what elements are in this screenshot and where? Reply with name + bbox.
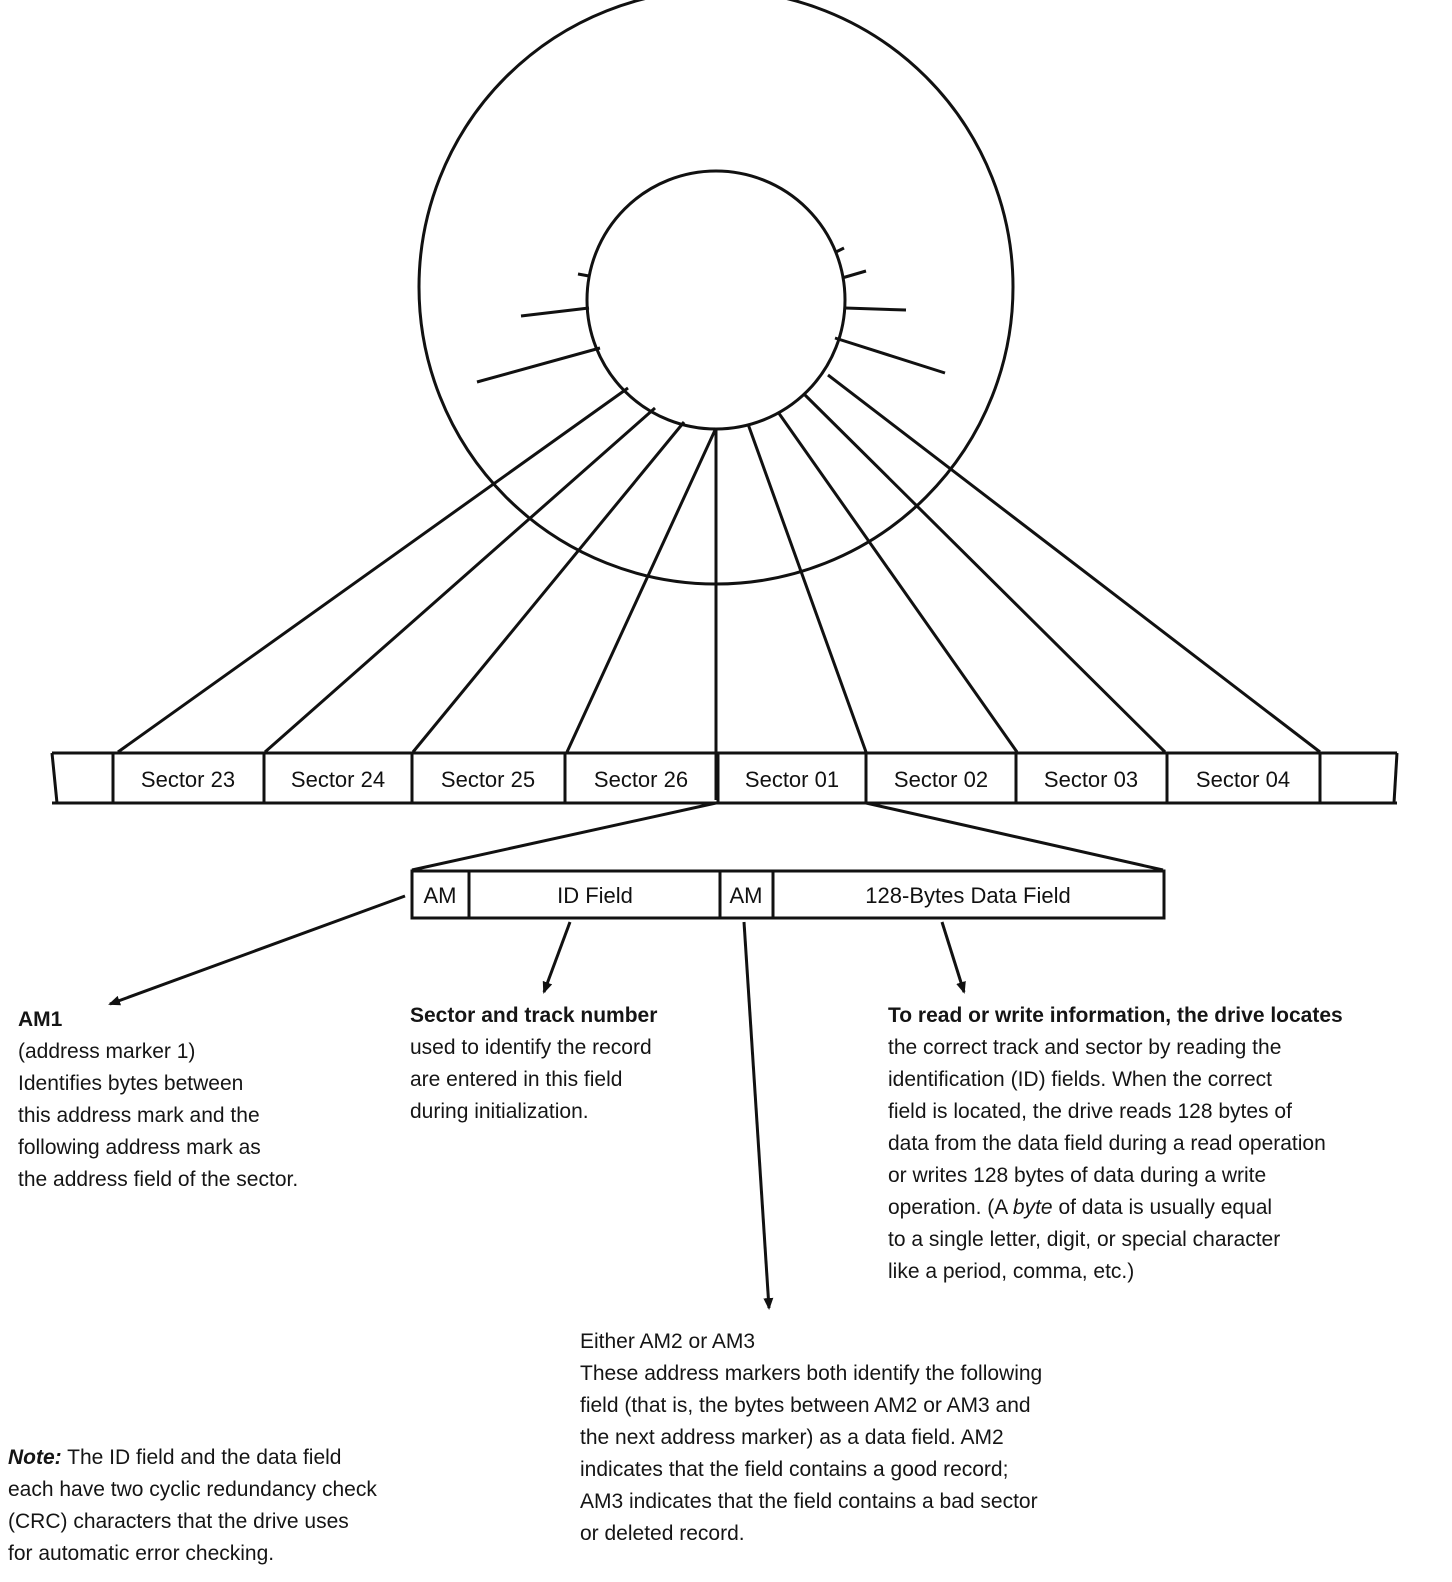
data-field-annotation: To read or write information, the drive … [888, 1000, 1343, 1288]
callout-arrows [108, 894, 966, 1310]
id-field-line: are entered in this field [410, 1068, 623, 1091]
data-field-line: the correct track and sector by reading … [888, 1036, 1282, 1059]
data-field-arrow [940, 921, 966, 994]
sector-marks [476, 246, 946, 384]
data-field-line: To read or write information, the drive … [888, 1004, 1343, 1027]
data-field-line: like a period, comma, etc.) [888, 1260, 1135, 1283]
id-field-label: ID Field [557, 883, 633, 908]
note-first-line: Note: The ID field and the data field [8, 1446, 342, 1469]
note-line: for automatic error checking. [8, 1542, 275, 1565]
sector-label: Sector 04 [1196, 767, 1290, 792]
data-field-line: or writes 128 bytes of data during a wri… [888, 1164, 1267, 1187]
am-marker-1: AM [424, 883, 457, 908]
note-label: Note: [8, 1446, 62, 1469]
am1-line: the address field of the sector. [18, 1168, 299, 1191]
sector-label: Sector 25 [441, 767, 535, 792]
data-field-line: operation. (A byte of data is usually eq… [888, 1196, 1273, 1219]
am2-am3-annotation: Either AM2 or AM3 These address markers … [580, 1326, 1042, 1550]
am1-line: Identifies bytes between [18, 1072, 244, 1095]
data-field-label: 128-Bytes Data Field [865, 883, 1070, 908]
am1-annotation: AM1 (address marker 1) Identifies bytes … [18, 1004, 298, 1196]
note-line: each have two cyclic redundancy check [8, 1478, 377, 1501]
data-field-line: to a single letter, digit, or special ch… [888, 1228, 1281, 1251]
sector-label: Sector 02 [894, 767, 988, 792]
sector-label: Sector 03 [1044, 767, 1138, 792]
id-field-arrow [542, 921, 572, 994]
sector-radials [117, 373, 1321, 800]
note-annotation: Note: The ID field and the data field ea… [8, 1442, 377, 1570]
id-field-annotation: Sector and track number used to identify… [410, 1000, 657, 1128]
am2-am3-line: the next address marker) as a data field… [580, 1426, 1004, 1449]
note-line: (CRC) characters that the drive uses [8, 1510, 349, 1533]
am2-am3-line: These address markers both identify the … [580, 1362, 1043, 1385]
am2-am3-line: or deleted record. [580, 1522, 745, 1545]
am1-line: this address mark and the [18, 1104, 260, 1127]
id-field-line: during initialization. [410, 1100, 589, 1123]
sector-label: Sector 01 [745, 767, 839, 792]
expansion-lines [411, 801, 1164, 872]
am1-line: following address mark as [18, 1136, 261, 1159]
data-field-line: field is located, the drive reads 128 by… [888, 1100, 1292, 1123]
sector-labels: Sector 23 Sector 24 Sector 25 Sector 26 … [141, 767, 1290, 792]
am2-am3-line: AM3 indicates that the field contains a … [580, 1490, 1038, 1513]
am2-am3-line: field (that is, the bytes between AM2 or… [580, 1394, 1031, 1417]
id-field-line: used to identify the record [410, 1036, 652, 1059]
sector-label: Sector 24 [291, 767, 385, 792]
id-field-line: Sector and track number [410, 1004, 658, 1027]
am2-am3-arrow [742, 921, 774, 1310]
am2-am3-title: Either AM2 or AM3 [580, 1330, 756, 1353]
am1-title: AM1 [18, 1008, 63, 1031]
am-marker-2: AM [730, 883, 763, 908]
sector-label: Sector 23 [141, 767, 235, 792]
sector-strip [50, 751, 1399, 805]
data-field-line: identification (ID) fields. When the cor… [888, 1068, 1272, 1091]
data-field-line: data from the data field during a read o… [888, 1132, 1326, 1155]
am2-am3-line: indicates that the field contains a good… [580, 1458, 1009, 1481]
field-strip [410, 869, 1166, 920]
field-labels: AM ID Field AM 128-Bytes Data Field [424, 883, 1071, 908]
am1-line: (address marker 1) [18, 1040, 196, 1063]
sector-label: Sector 26 [594, 767, 688, 792]
am1-arrow [108, 894, 406, 1006]
